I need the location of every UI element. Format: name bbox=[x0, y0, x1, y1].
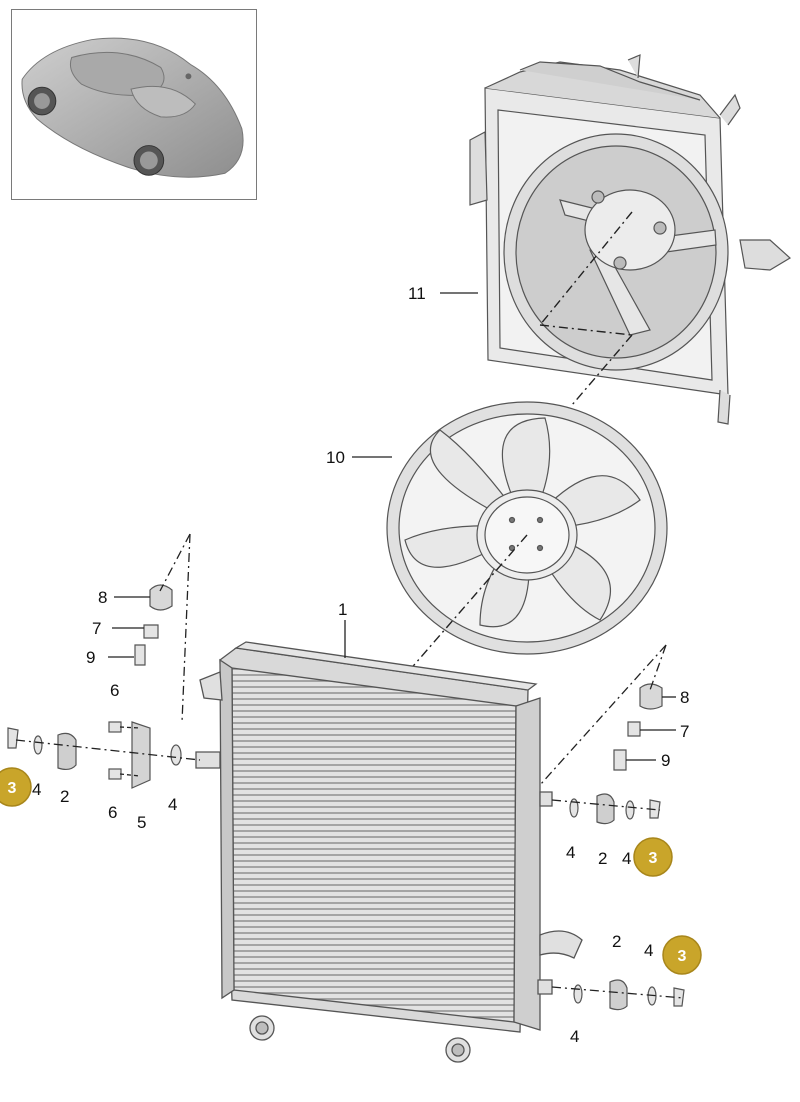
callout-labels: 1 11 10 8 7 9 6 6 5 4 2 4 8 7 9 4 2 4 2 … bbox=[32, 284, 689, 1046]
vehicle-thumbnail bbox=[11, 9, 257, 200]
label-fan-shroud: 11 bbox=[408, 284, 426, 303]
badge-right-upper: 3 bbox=[633, 837, 673, 877]
badge-right-lower: 3 bbox=[662, 935, 702, 975]
label-grommet-right-lower: 2 bbox=[612, 932, 621, 951]
right-mount-hardware bbox=[569, 683, 685, 1011]
label-bolt-right: 9 bbox=[661, 751, 670, 770]
cooling-fan bbox=[386, 401, 668, 655]
car-thumbnail-icon bbox=[21, 37, 244, 178]
right-leader-lines bbox=[344, 292, 685, 999]
label-bracket: 5 bbox=[137, 813, 146, 832]
label-bolt-left: 9 bbox=[86, 648, 95, 667]
label-mount-left: 8 bbox=[98, 588, 107, 607]
label-fan: 10 bbox=[326, 448, 345, 467]
left-mount-hardware bbox=[7, 584, 182, 789]
label-washer-left-inner: 4 bbox=[168, 795, 177, 814]
badge-right-lower-text: 3 bbox=[678, 948, 687, 965]
fan-shroud bbox=[469, 54, 792, 425]
label-grommet-right-upper: 2 bbox=[598, 849, 607, 868]
label-screw-lower: 6 bbox=[108, 803, 117, 822]
radiator bbox=[195, 641, 583, 1063]
label-radiator: 1 bbox=[338, 600, 347, 619]
label-washer-right-b: 4 bbox=[622, 849, 631, 868]
badge-left: 3 bbox=[0, 767, 32, 807]
label-washer-left-outer: 4 bbox=[32, 780, 41, 799]
label-mount-right: 8 bbox=[680, 688, 689, 707]
label-bushing-right: 7 bbox=[680, 722, 689, 741]
label-screw-upper: 6 bbox=[110, 681, 119, 700]
label-washer-right-d: 4 bbox=[570, 1027, 579, 1046]
label-bushing-left: 7 bbox=[92, 619, 101, 638]
label-washer-right-a: 4 bbox=[566, 843, 575, 862]
badge-right-upper-text: 3 bbox=[649, 850, 658, 867]
label-washer-right-c: 4 bbox=[644, 941, 653, 960]
left-leader-lines bbox=[15, 533, 201, 777]
badge-left-text: 3 bbox=[8, 780, 17, 797]
label-grommet-left: 2 bbox=[60, 787, 69, 806]
